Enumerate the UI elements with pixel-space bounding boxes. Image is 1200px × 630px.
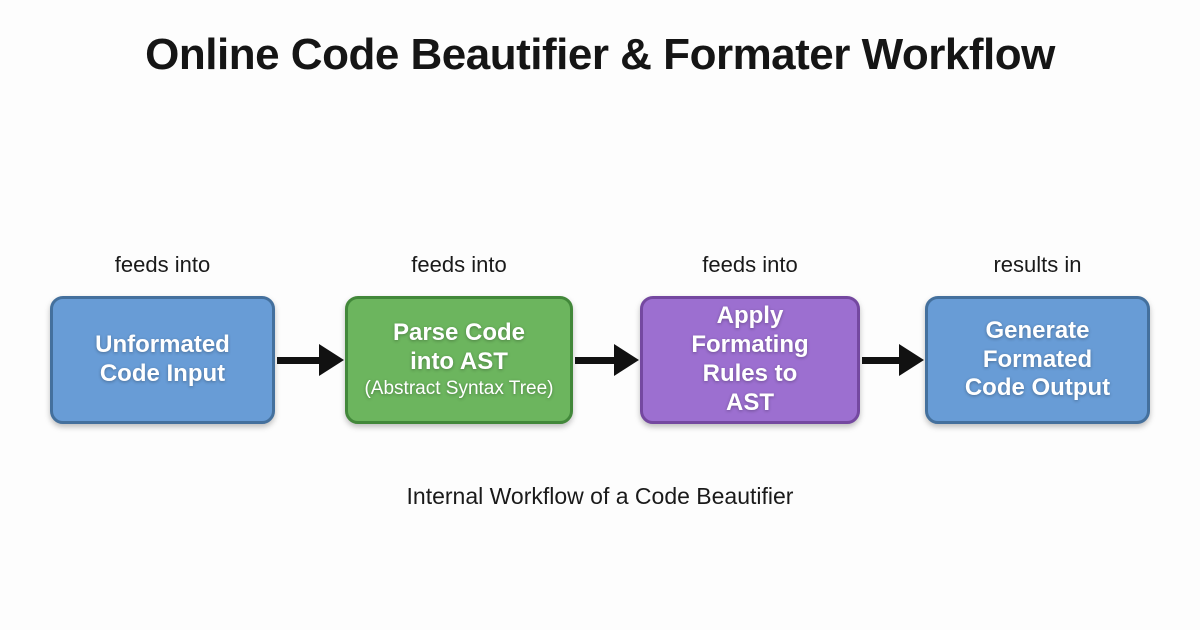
node-label: Parse Code into AST — [392, 319, 526, 376]
arrow-shaft — [277, 356, 328, 364]
edge-label: results in — [993, 252, 1082, 277]
arrow-head — [614, 344, 639, 376]
flow-step-parse-code-into-ast: feeds into Parse Code into AST (Abstract… — [345, 250, 573, 424]
arrow-shaft — [575, 356, 623, 364]
flow-arrow-icon — [277, 344, 344, 376]
node-label: Apply Formating Rules to AST — [691, 302, 809, 416]
flow-step-apply-formating-rules: feeds into Apply Formating Rules to AST — [640, 250, 860, 424]
diagram-caption: Internal Workflow of a Code Beautifier — [406, 483, 794, 509]
node-apply-formating-rules: Apply Formating Rules to AST — [640, 296, 860, 424]
arrow-head — [899, 344, 924, 376]
page-title: Online Code Beautifier & Formater Workfl… — [145, 30, 1055, 79]
arrow-shaft — [862, 356, 908, 364]
flow-arrow-icon — [862, 344, 924, 376]
flow-step-generate-formated-code-output: results in Generate Formated Code Output — [925, 250, 1150, 424]
flow-step-unformated-code-input: feeds into Unformated Code Input — [50, 250, 275, 424]
node-label: Unformated Code Input — [95, 331, 230, 387]
node-label: Generate Formated Code Output — [964, 316, 1111, 402]
edge-label: feeds into — [702, 252, 798, 277]
node-generate-formated-code-output: Generate Formated Code Output — [925, 296, 1150, 424]
edge-label: feeds into — [114, 252, 211, 277]
node-parse-code-into-ast: Parse Code into AST (Abstract Syntax Tre… — [345, 296, 573, 424]
node-unformated-code-input: Unformated Code Input — [50, 296, 275, 424]
edge-label: feeds into — [411, 252, 507, 277]
arrow-head — [319, 344, 344, 376]
flow-arrow-icon — [575, 344, 639, 376]
node-sublabel: (Abstract Syntax Tree) — [364, 377, 554, 399]
